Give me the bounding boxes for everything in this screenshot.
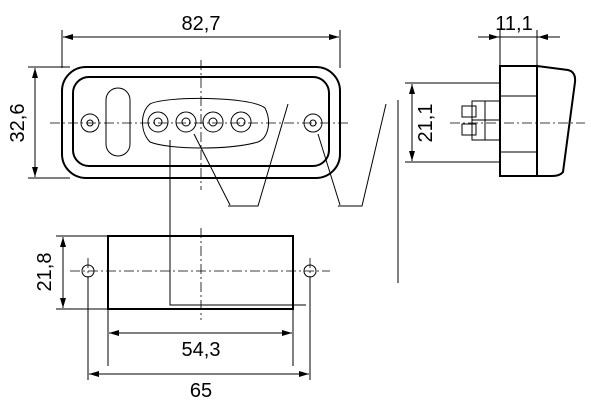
- terminal-top: [461, 105, 477, 118]
- led-3-core: [208, 117, 218, 127]
- front-view: 82,7 32,6: [7, 13, 399, 306]
- led-3: [202, 111, 224, 133]
- cutout-outline: [107, 235, 294, 310]
- front-inner-lens: [72, 76, 330, 167]
- projection-line-left: [169, 140, 306, 306]
- leader-line-4: [317, 133, 341, 206]
- led-1: [147, 111, 169, 133]
- led-2-core: [181, 117, 191, 127]
- leader-line-3: [193, 133, 231, 206]
- side-housing: [536, 64, 577, 177]
- led-4-core: [236, 117, 246, 127]
- dim-cutout-width: 65: [190, 380, 212, 402]
- dim-front-height: 32,6: [7, 104, 29, 143]
- side-view: 11,1 21,1: [405, 13, 585, 177]
- dim-side-depth: 11,1: [495, 13, 532, 35]
- leader-line-2: [338, 103, 387, 207]
- dim-side-height: 21,1: [415, 104, 437, 143]
- terminal-bottom: [461, 123, 477, 136]
- dim-hole-spacing: 54,3: [182, 339, 221, 361]
- dim-front-width: 82,7: [182, 13, 221, 35]
- led-1-core: [153, 117, 163, 127]
- led-reflector: [142, 97, 269, 149]
- side-flange: [499, 65, 538, 177]
- cutout-view: 21,8 54,3 65: [34, 228, 330, 402]
- front-lens-window: [105, 87, 131, 157]
- led-4: [230, 111, 252, 133]
- dim-cutout-height: 21,8: [34, 253, 56, 292]
- led-array: [142, 97, 269, 149]
- connector-terminals: [461, 100, 501, 141]
- leader-line-1: [228, 103, 289, 207]
- led-2: [175, 111, 197, 133]
